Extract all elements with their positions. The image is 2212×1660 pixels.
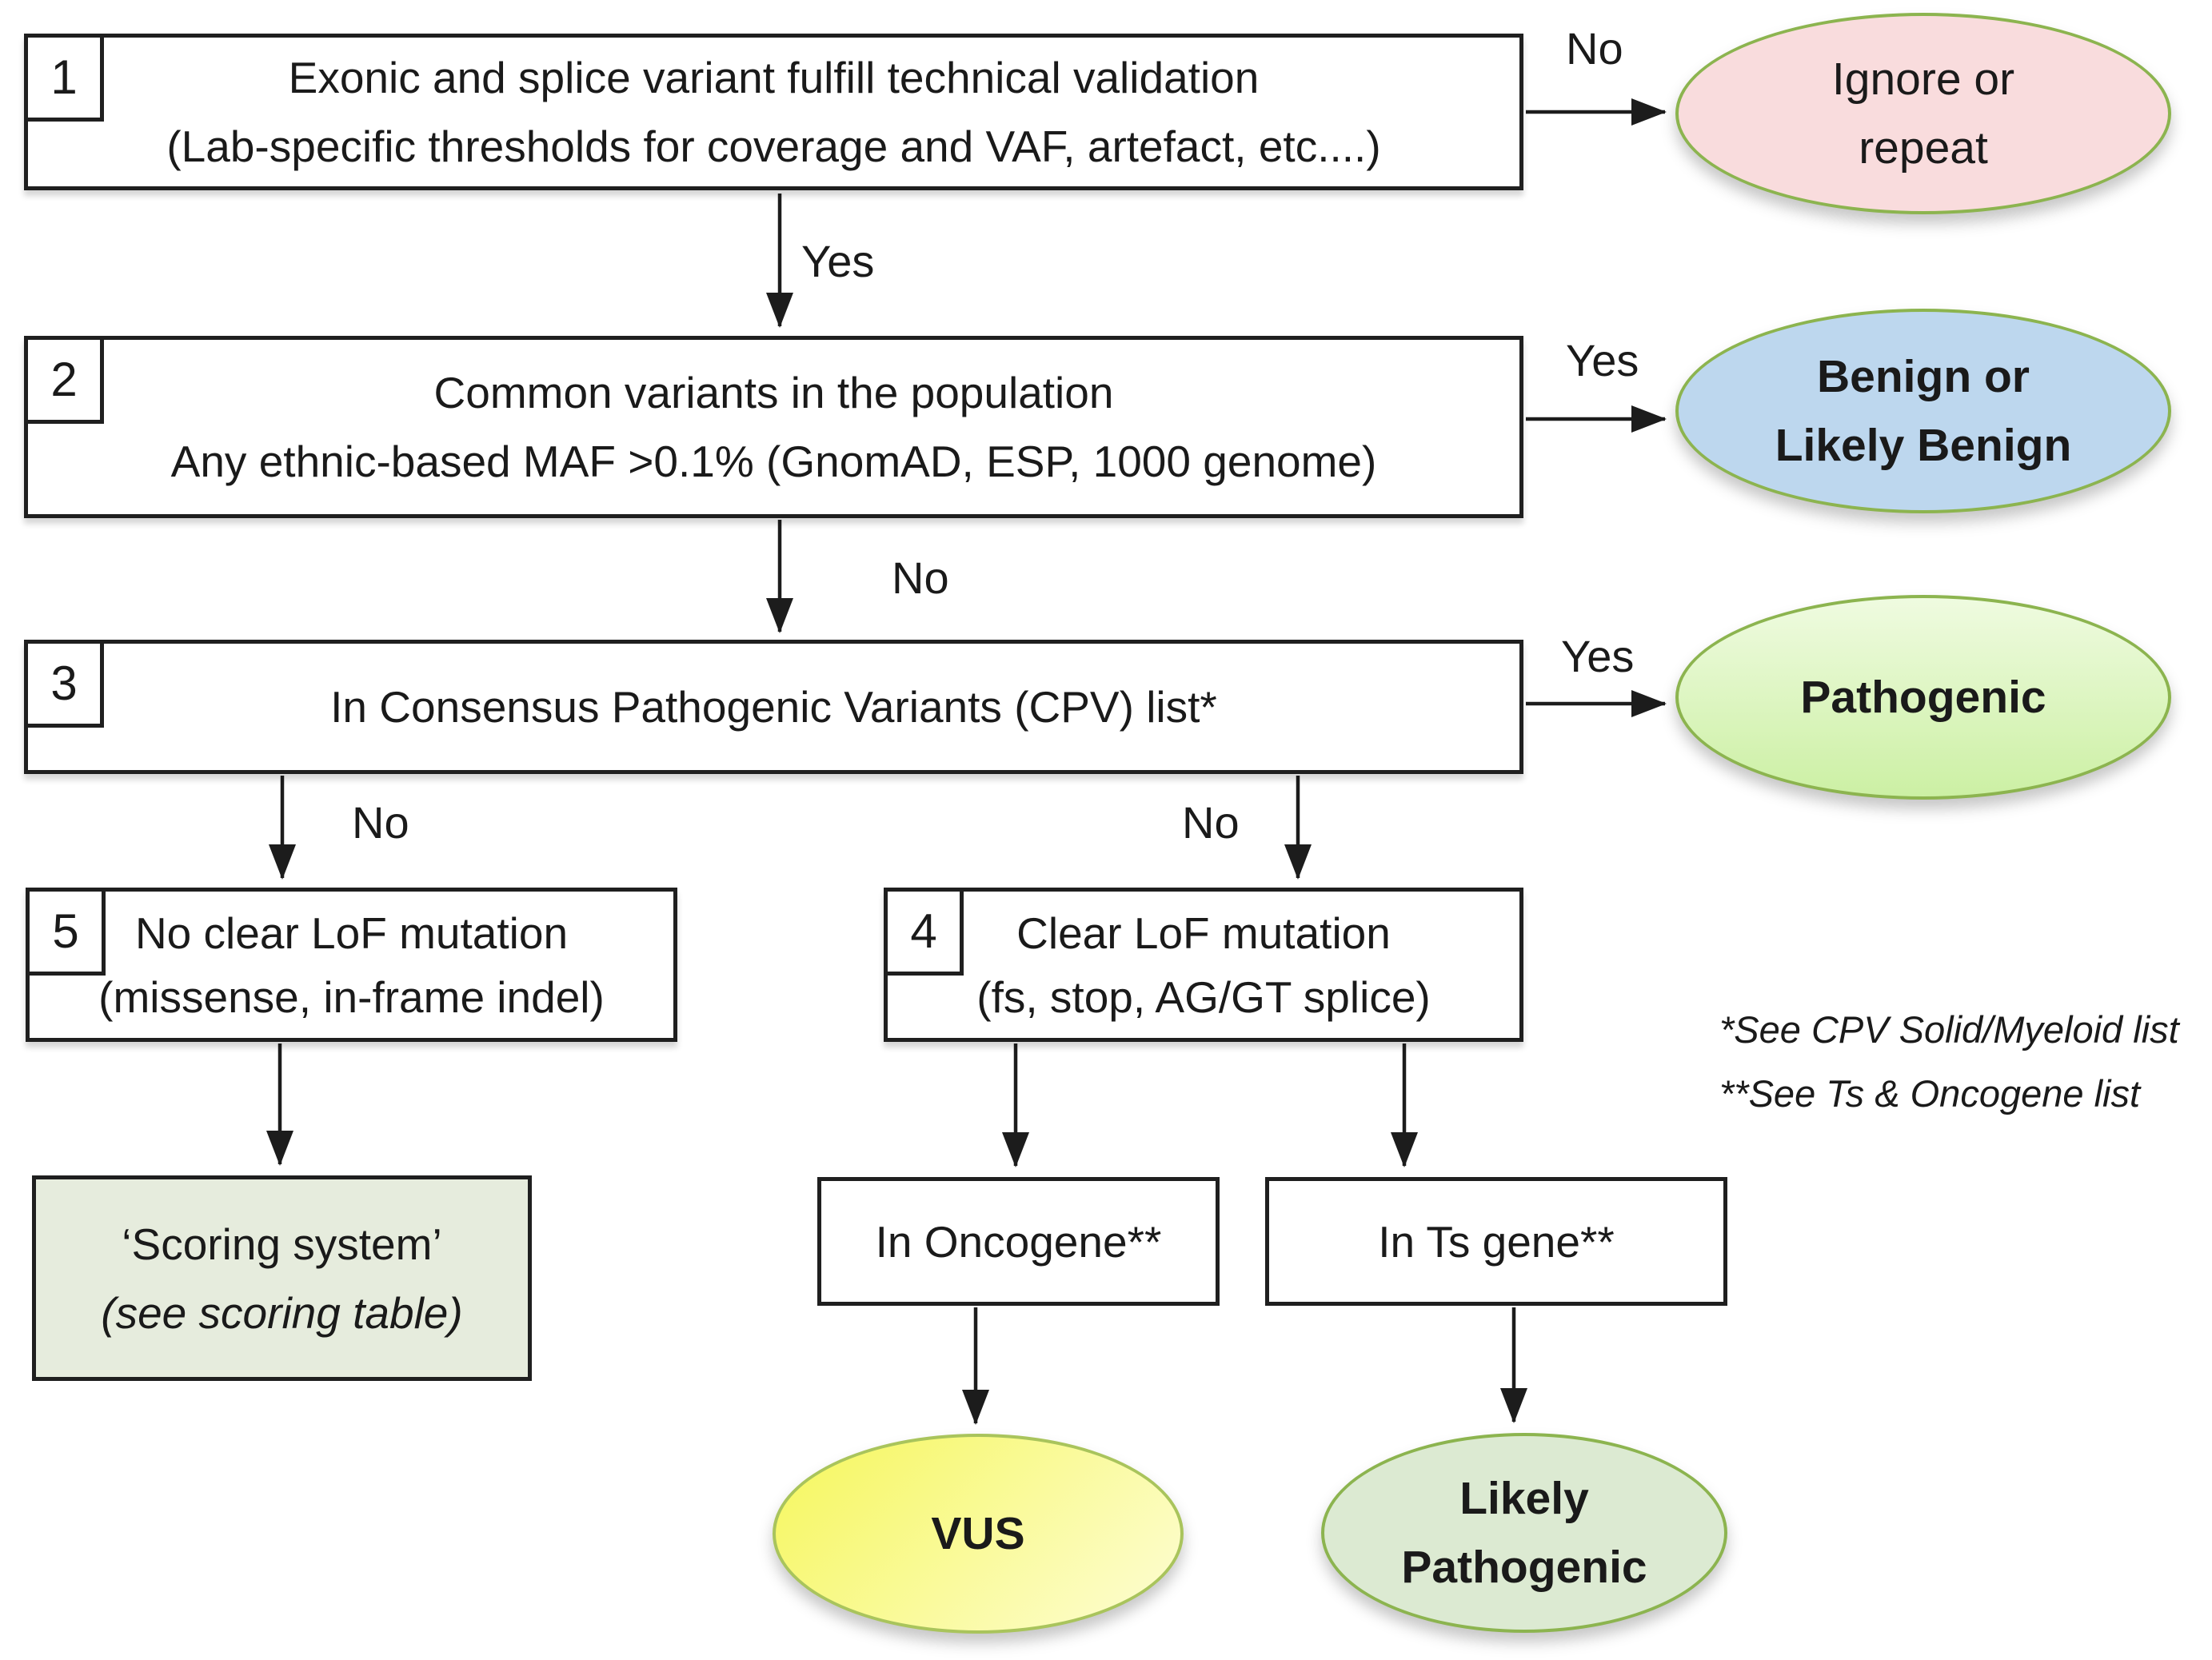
in-oncogene-box: In Oncogene** (817, 1177, 1220, 1306)
step4-box: 4 Clear LoF mutation (fs, stop, AG/GT sp… (884, 888, 1523, 1042)
outcome-pathogenic-label: Pathogenic (1800, 672, 2046, 723)
step1-box: 1 Exonic and splice variant fulfill tech… (24, 34, 1523, 190)
step1-number: 1 (24, 34, 104, 122)
outcome-benign-line1: Benign or (1817, 351, 2030, 402)
footnotes: *See CPV Solid/Myeloid list **See Ts & O… (1719, 998, 2179, 1126)
step2-line1: Common variants in the population (433, 368, 1114, 417)
edge-label-step1-no: No (1566, 23, 1623, 74)
step2-number: 2 (24, 336, 104, 424)
edge-label-step3-yes: Yes (1561, 631, 1635, 681)
step3-line1: In Consensus Pathogenic Variants (CPV) l… (330, 682, 1217, 732)
scoring-system-line2: (see scoring table) (101, 1287, 463, 1338)
step2-line2: Any ethnic-based MAF >0.1% (GnomAD, ESP,… (170, 437, 1377, 486)
outcome-likely-pathogenic-line1: Likely (1459, 1473, 1589, 1524)
step5-box: 5 No clear LoF mutation (missense, in-fr… (26, 888, 677, 1042)
step5-line2: (missense, in-frame indel) (98, 972, 605, 1022)
outcome-likely-pathogenic-ellipse: Likely Pathogenic (1321, 1433, 1727, 1633)
outcome-pathogenic-ellipse: Pathogenic (1675, 595, 2171, 800)
outcome-benign-line2: Likely Benign (1775, 420, 2072, 471)
scoring-system-box: ‘Scoring system’ (see scoring table) (32, 1175, 532, 1381)
scoring-system-line1: ‘Scoring system’ (122, 1219, 442, 1269)
in-ts-gene-box: In Ts gene** (1265, 1177, 1727, 1306)
step2-box: 2 Common variants in the population Any … (24, 336, 1523, 518)
edge-label-step2-yes: Yes (1566, 335, 1639, 385)
step1-line1: Exonic and splice variant fulfill techni… (288, 53, 1260, 102)
step5-line1: No clear LoF mutation (134, 908, 569, 958)
edge-label-step3-no-right: No (1182, 797, 1240, 848)
outcome-ignore-line1: Ignore or (1831, 54, 2015, 105)
edge-label-step1-yes: Yes (801, 236, 875, 286)
outcome-ignore-line2: repeat (1859, 122, 1988, 174)
step4-number: 4 (884, 888, 964, 976)
outcome-vus-ellipse: VUS (773, 1434, 1184, 1634)
edge-label-step2-no: No (892, 553, 949, 603)
step4-line1: Clear LoF mutation (1016, 908, 1391, 958)
in-ts-gene-label: In Ts gene** (1378, 1216, 1615, 1267)
step1-line2: (Lab-specific thresholds for coverage an… (166, 122, 1381, 171)
step3-box: 3 In Consensus Pathogenic Variants (CPV)… (24, 640, 1523, 774)
step4-line2: (fs, stop, AG/GT splice) (976, 972, 1431, 1022)
footnote-cpv-list: *See CPV Solid/Myeloid list (1719, 1008, 2179, 1051)
outcome-ignore-ellipse: Ignore or repeat (1675, 13, 2171, 214)
footnote-ts-oncogene-list: **See Ts & Oncogene list (1719, 1072, 2141, 1115)
in-oncogene-label: In Oncogene** (875, 1216, 1162, 1267)
outcome-benign-ellipse: Benign or Likely Benign (1675, 309, 2171, 513)
step3-number: 3 (24, 640, 104, 728)
edge-label-step3-no-left: No (352, 797, 409, 848)
outcome-vus-label: VUS (931, 1508, 1025, 1559)
outcome-likely-pathogenic-line2: Pathogenic (1401, 1542, 1647, 1593)
step5-number: 5 (26, 888, 106, 976)
